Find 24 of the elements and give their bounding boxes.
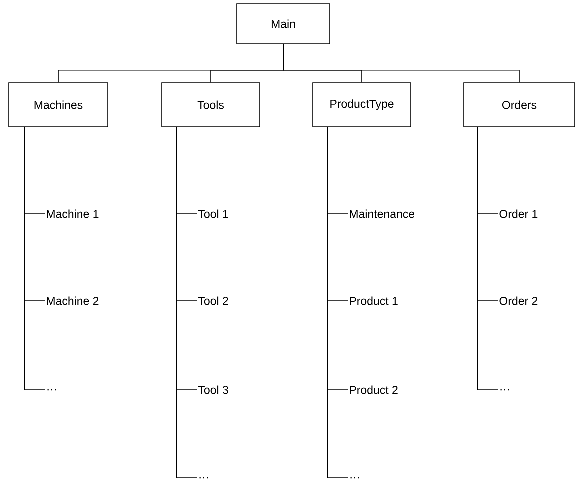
tree-item: Tool 3 [198, 386, 228, 394]
tree-item: Product 1 [350, 296, 398, 306]
tree-item: Machine 2 [47, 296, 99, 306]
tree-box: Machines [8, 82, 108, 128]
tree-item: … [500, 389, 510, 391]
tree-box: Tools [162, 82, 260, 128]
tree-item: … [200, 477, 208, 479]
tree-box: Orders [464, 82, 576, 128]
connector-line [176, 127, 198, 478]
connector-line [327, 127, 348, 478]
connector-line [283, 44, 520, 83]
connector-line [477, 127, 498, 390]
tree-item: Product 2 [350, 386, 398, 394]
tree-item: Maintenance [350, 210, 415, 218]
tree-item: Tool 2 [198, 296, 228, 306]
connector-line [24, 127, 46, 390]
tree-box: Main [236, 4, 330, 44]
tree-item: … [48, 389, 56, 391]
tree-item: Tool 1 [198, 210, 228, 218]
tree-item: Order 1 [500, 210, 538, 218]
tree-box: ProductType [312, 82, 412, 128]
tree-item: Machine 1 [47, 210, 99, 218]
tree-item: … [350, 477, 360, 479]
tree-item: Order 2 [500, 296, 538, 306]
